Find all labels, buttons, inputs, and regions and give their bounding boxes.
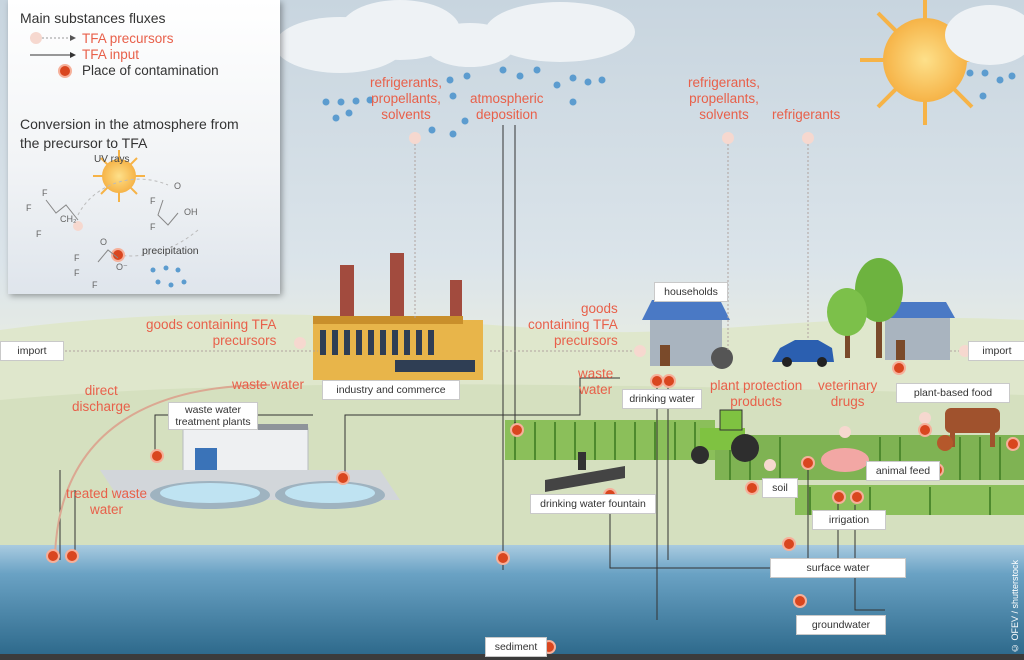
car-icon — [772, 340, 834, 367]
import-right-box: import — [968, 341, 1024, 361]
legend-panel: Main substances fluxes TFA precursors — [8, 0, 280, 294]
import-left-box: import — [0, 341, 64, 361]
drinking-water-box: drinking water — [622, 389, 702, 409]
treatment-plant-icon — [100, 424, 400, 509]
waste-water-label: waste water — [232, 377, 305, 392]
chem-label: F — [36, 229, 42, 239]
industry-box: industry and commerce — [322, 380, 460, 400]
lake-bed — [0, 654, 1024, 660]
precursor-marker — [73, 221, 83, 231]
molecule-structure — [45, 199, 179, 263]
chem-label: F — [26, 203, 32, 213]
animal-feed-box: animal feed — [866, 461, 940, 481]
pig-icon — [821, 448, 869, 472]
house-icon — [642, 300, 955, 366]
sediment-box: sediment — [485, 637, 547, 657]
soil-box: soil — [762, 478, 798, 498]
copyright: © OFEV / shutterstock — [1010, 560, 1020, 654]
cloud-icon — [275, 0, 1024, 73]
chem-label: CH₂ — [60, 214, 77, 224]
chicken-icon — [937, 435, 953, 451]
legend-contamination-label: Place of contamination — [82, 63, 219, 78]
legend-input-label: TFA input — [82, 47, 140, 62]
chem-label: F — [42, 188, 48, 198]
discharge-line — [54, 384, 271, 556]
chem-label: F — [74, 253, 80, 263]
legend-title: Main substances fluxes — [20, 10, 166, 26]
uv-sun-icon — [93, 150, 145, 202]
conversion-title-line2: the precursor to TFA — [20, 135, 148, 151]
legend-graphics — [30, 32, 199, 288]
precipitation-drops — [150, 265, 187, 288]
fountain-icon — [545, 452, 625, 492]
tree-icon — [827, 258, 903, 358]
refrigerants-right-label: refrigerants,propellants,solvents — [688, 75, 761, 122]
groundwater-box: groundwater — [796, 615, 886, 635]
factory-icon — [313, 253, 483, 380]
precipitation-label: precipitation — [142, 245, 199, 257]
heat-pump-icon — [711, 347, 733, 369]
conversion-title: Conversion in the atmosphere from — [20, 116, 239, 132]
chem-label: O — [174, 181, 182, 191]
surface-water-box: surface water — [770, 558, 906, 578]
chem-label: F — [74, 268, 80, 278]
chem-label: F — [150, 196, 156, 206]
plant-food-box: plant-based food — [896, 383, 1010, 403]
refrigerants-label: refrigerants — [772, 107, 841, 122]
chem-label: O⁻ — [116, 262, 128, 272]
chem-label: O — [100, 237, 108, 247]
rain-icon — [322, 66, 1016, 138]
fountain-box: drinking water fountain — [530, 494, 656, 514]
conversion-arrow — [77, 178, 169, 216]
contamination-marker — [58, 64, 72, 78]
households-box: households — [654, 282, 728, 302]
uv-label: UV rays — [94, 154, 130, 165]
chem-label: F — [92, 280, 98, 290]
tractor-icon — [691, 409, 759, 464]
chem-label: F — [150, 222, 156, 232]
flow-lines — [59, 125, 885, 620]
precursor-marker — [30, 32, 42, 44]
legend-precursors-label: TFA precursors — [82, 31, 174, 46]
refrigerants-left-label: refrigerants,propellants,solvents — [370, 75, 443, 122]
contamination-marker — [111, 248, 125, 262]
precursor-marker — [294, 132, 971, 471]
chem-label: OH — [184, 207, 198, 217]
cow-icon — [945, 408, 1000, 447]
irrigation-box: irrigation — [812, 510, 886, 530]
